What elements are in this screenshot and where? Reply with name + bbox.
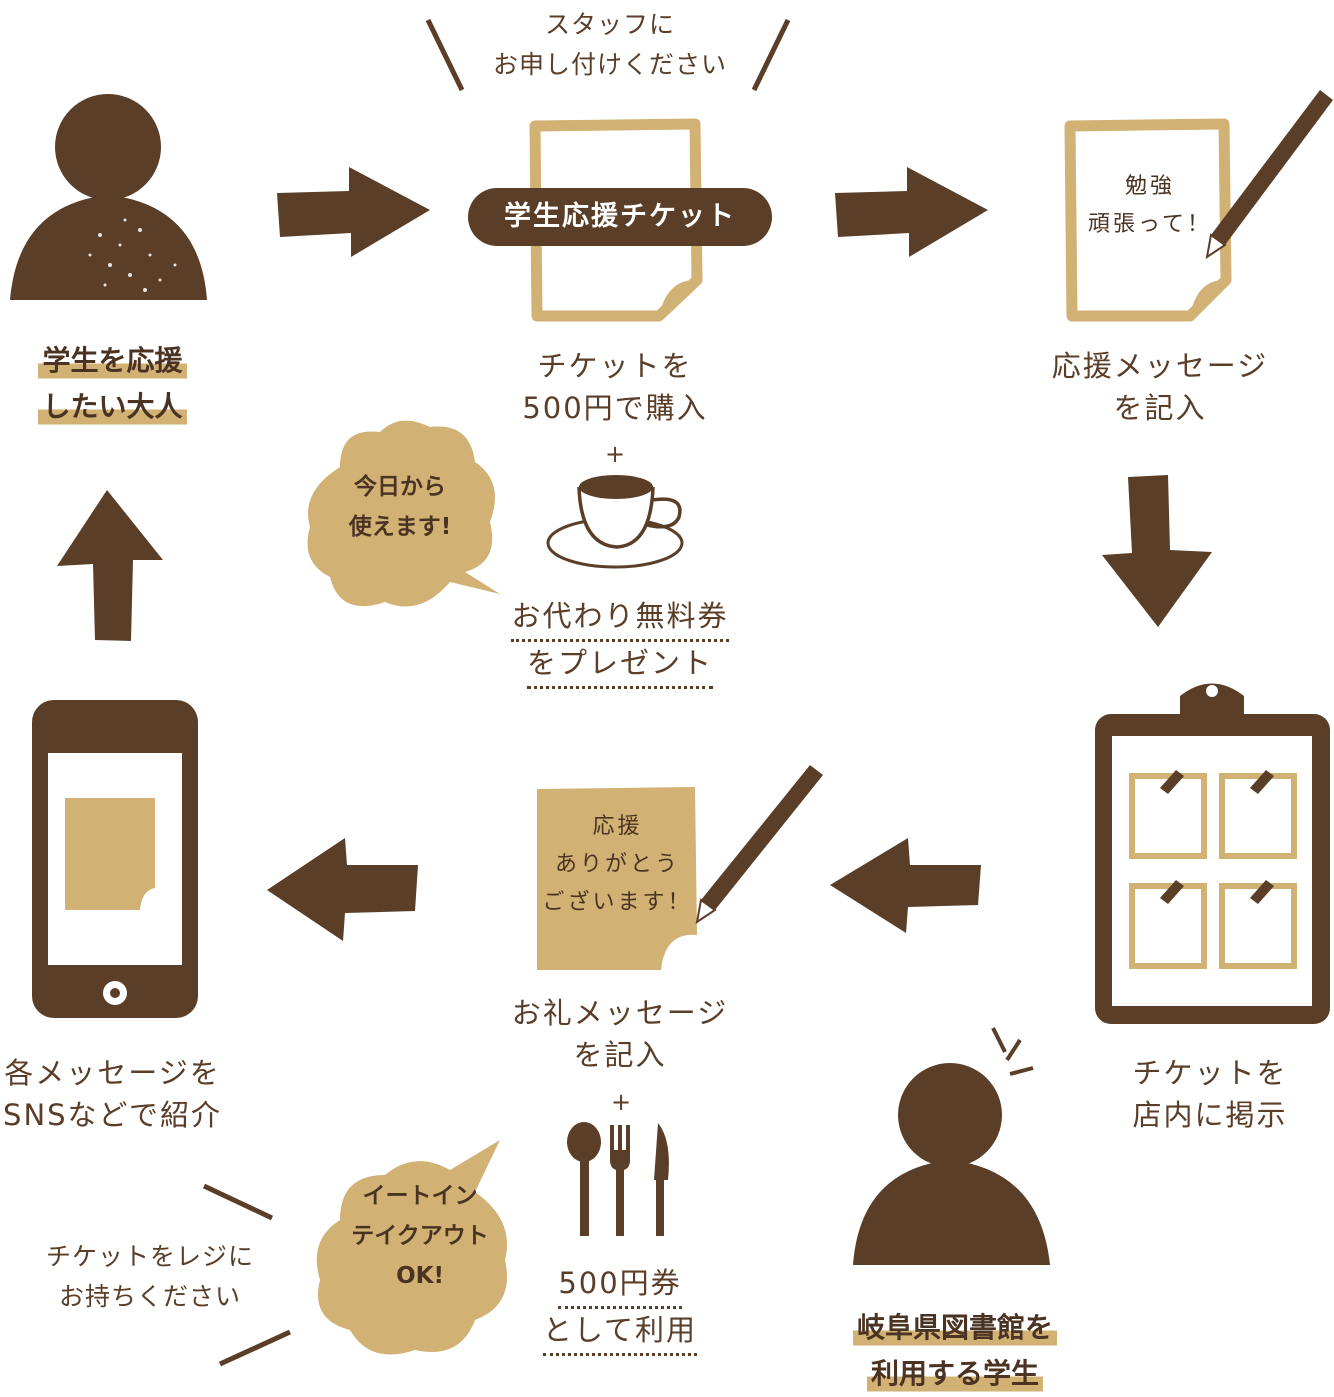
smartphone-icon bbox=[32, 700, 198, 1018]
adult-icon bbox=[10, 94, 207, 300]
pushpin-icon bbox=[1160, 770, 1274, 904]
student-icon bbox=[853, 1027, 1050, 1265]
plus-top: + bbox=[604, 440, 626, 468]
clipboard-board-icon bbox=[1095, 683, 1330, 1024]
cutlery-icon bbox=[567, 1122, 669, 1236]
memo-text: 勉強 頑張って！ bbox=[1088, 174, 1212, 237]
pencil-icon bbox=[1205, 90, 1333, 260]
speech-bubble-eat-icon bbox=[316, 1140, 507, 1355]
post-label: チケットを 店内に掲示 bbox=[1132, 1056, 1288, 1132]
arrow-up-icon bbox=[57, 490, 163, 641]
arrow-left-1-icon bbox=[830, 838, 981, 933]
ticket-paper-icon bbox=[529, 118, 703, 322]
pencil-2-icon bbox=[695, 765, 823, 925]
use-as-label: 500円券 として利用 bbox=[520, 1262, 720, 1356]
thanks-memo-text: 応援 ありがとう ございます！ bbox=[542, 814, 693, 915]
staff-note-lines bbox=[425, 18, 791, 92]
refill-label: お代わり無料券 をプレゼント bbox=[490, 595, 750, 689]
register-note: チケットをレジに お持ちください bbox=[45, 1242, 254, 1311]
thanks-message-label: お礼メッセージ を記入 bbox=[511, 996, 729, 1072]
adult-label: 学生を応援 したい大人 bbox=[0, 338, 225, 430]
sns-label: 各メッセージを SNSなどで紹介 bbox=[3, 1056, 222, 1132]
speech-bubble-today-icon bbox=[307, 420, 500, 607]
purchase-label: チケットを 500円で購入 bbox=[522, 349, 708, 425]
thanks-paper-icon bbox=[537, 787, 697, 970]
bubble-today-text: 今日から 使えます! bbox=[348, 474, 452, 540]
coffee-cup-icon bbox=[546, 475, 684, 569]
bubble-eat-text: イートイン テイクアウト OK! bbox=[351, 1183, 489, 1289]
staff-note: スタッフに お申し付けください bbox=[492, 10, 727, 79]
student-label: 岐阜県図書館を 利用する学生 bbox=[835, 1305, 1075, 1397]
plus-bottom: + bbox=[610, 1088, 632, 1116]
arrow-down-icon bbox=[1102, 475, 1212, 627]
arrow-left-2-icon bbox=[267, 838, 418, 941]
arrow-right-1-icon bbox=[277, 167, 430, 257]
register-note-lines bbox=[202, 1183, 292, 1367]
arrow-right-2-icon bbox=[835, 167, 988, 257]
message-paper-icon bbox=[1064, 118, 1232, 322]
write-message-label: 応援メッセージ を記入 bbox=[1051, 349, 1269, 425]
ticket-badge: 学生応援チケット bbox=[468, 188, 772, 246]
